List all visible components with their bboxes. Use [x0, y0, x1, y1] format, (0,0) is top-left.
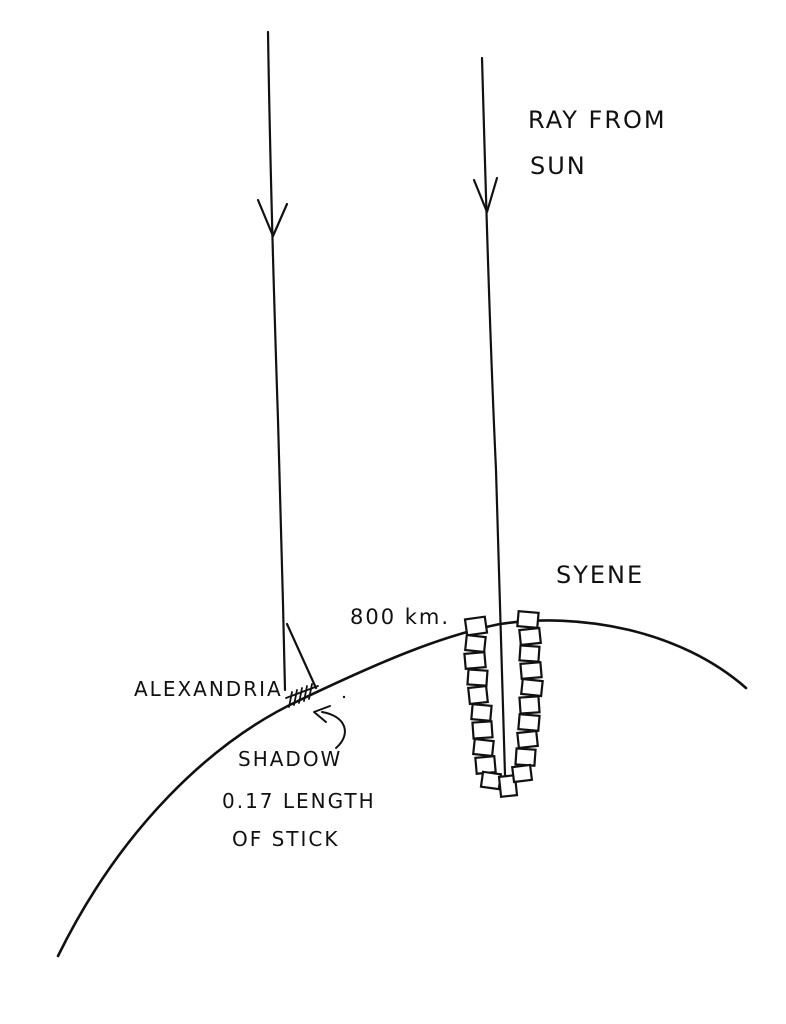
shadow-pointer-arrow [321, 711, 346, 749]
ray-label-line2: SUN [530, 152, 587, 180]
shadow-pointer-arrowhead [313, 705, 331, 723]
ray-label-line1: RAY FROM [528, 106, 667, 134]
alexandria-label: ALEXANDRIA [134, 677, 283, 701]
syene-label: SYENE [556, 561, 644, 589]
alexandria-stick [285, 622, 318, 690]
sun-ray-alexandria [266, 30, 287, 692]
distance-label: 800 km. [350, 605, 450, 629]
ray-arrowhead-right [472, 176, 499, 214]
earth-surface-arc [56, 619, 748, 958]
shadow-hatching [285, 683, 319, 708]
sun-ray-syene [480, 56, 507, 777]
syene-well [463, 609, 544, 798]
shadow-label-line2: 0.17 LENGTH [222, 789, 376, 813]
ink-dot [342, 695, 346, 699]
ray-arrowhead-left [256, 198, 289, 238]
shadow-label-line3: OF STICK [232, 827, 340, 851]
shadow-label-line1: SHADOW [238, 747, 342, 771]
